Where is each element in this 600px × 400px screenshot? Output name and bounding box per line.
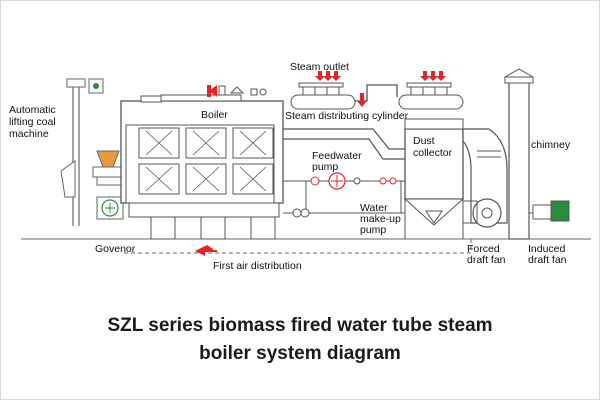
first-air-distribution-path: [121, 239, 472, 256]
first-air-distribution-label: First air distribution: [213, 260, 302, 272]
forced-draft-fan-label-line2: draft fan: [467, 254, 506, 266]
boiler-label: Boiler: [201, 109, 228, 121]
coal-hopper-icon: [96, 150, 120, 168]
forced-draft-fan: [462, 128, 508, 228]
feedwater-pump: [283, 172, 405, 218]
induced-draft-fan: [529, 200, 570, 222]
chimney-label: chimney: [531, 139, 571, 151]
safety-valve-icon: [209, 85, 217, 97]
coal-machine-label-line3: machine: [9, 128, 49, 140]
boiler-body: [120, 85, 284, 240]
makeup-pump-label-line1: Water: [360, 202, 388, 214]
feedwater-pump-label-line1: Feedwater: [312, 150, 362, 162]
feedwater-pump-label-line2: pump: [312, 161, 338, 173]
governor-label: Govenor: [95, 243, 136, 255]
flue-duct: [283, 128, 405, 160]
lifting-coal-machine: [60, 78, 126, 226]
steam-cylinder-right: [398, 82, 464, 110]
dust-collector: [403, 118, 465, 239]
chimney: [504, 68, 534, 240]
induced-fan-motor-icon: [550, 200, 570, 222]
steam-cylinder-label: Steam distributing cylinder: [285, 110, 409, 122]
coal-machine-label-line1: Automatic: [9, 104, 56, 116]
boiler-system-diagram: Steam outlet Boiler Steam distributing c…: [9, 61, 591, 272]
induced-draft-fan-label-line2: draft fan: [528, 254, 567, 266]
makeup-pump-label-line2: make-up: [360, 213, 401, 225]
caption-line2: boiler system diagram: [199, 343, 401, 364]
caption-line1: SZL series biomass fired water tube stea…: [107, 315, 493, 336]
steam-outlet-label: Steam outlet: [290, 61, 349, 73]
induced-draft-fan-label-line1: Induced: [528, 243, 566, 255]
motor-indicator-icon: [93, 83, 99, 89]
forced-draft-fan-label-line1: Forced: [467, 243, 500, 255]
valve-icon: [310, 176, 320, 186]
steam-outlet-arrows: [315, 71, 446, 107]
dust-collector-label-line2: collector: [413, 147, 453, 159]
coal-machine-label-line2: lifting coal: [9, 116, 56, 128]
makeup-pump-label-line3: pump: [360, 224, 386, 236]
dust-collector-label-line1: Dust: [413, 135, 435, 147]
steam-cylinder-left: [290, 82, 356, 110]
